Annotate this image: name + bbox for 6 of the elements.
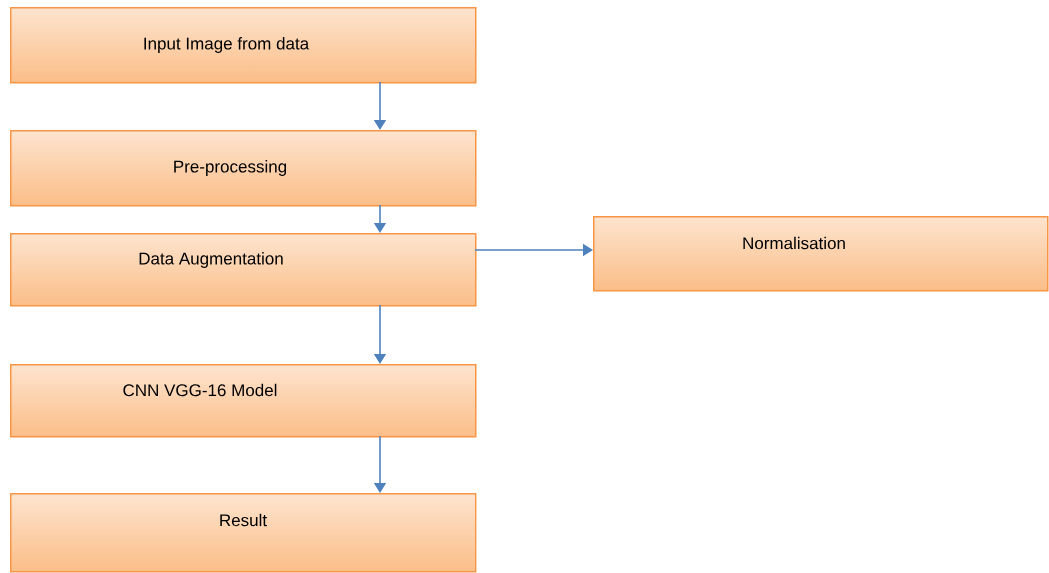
process-box: CNN VGG-16 Model	[10, 364, 477, 438]
process-box: Input Image from data	[10, 7, 477, 84]
process-box: Data Augmentation	[10, 233, 477, 307]
process-box: Result	[10, 493, 477, 573]
process-box: Normalisation	[593, 216, 1049, 292]
process-box: Pre-processing	[10, 130, 477, 207]
